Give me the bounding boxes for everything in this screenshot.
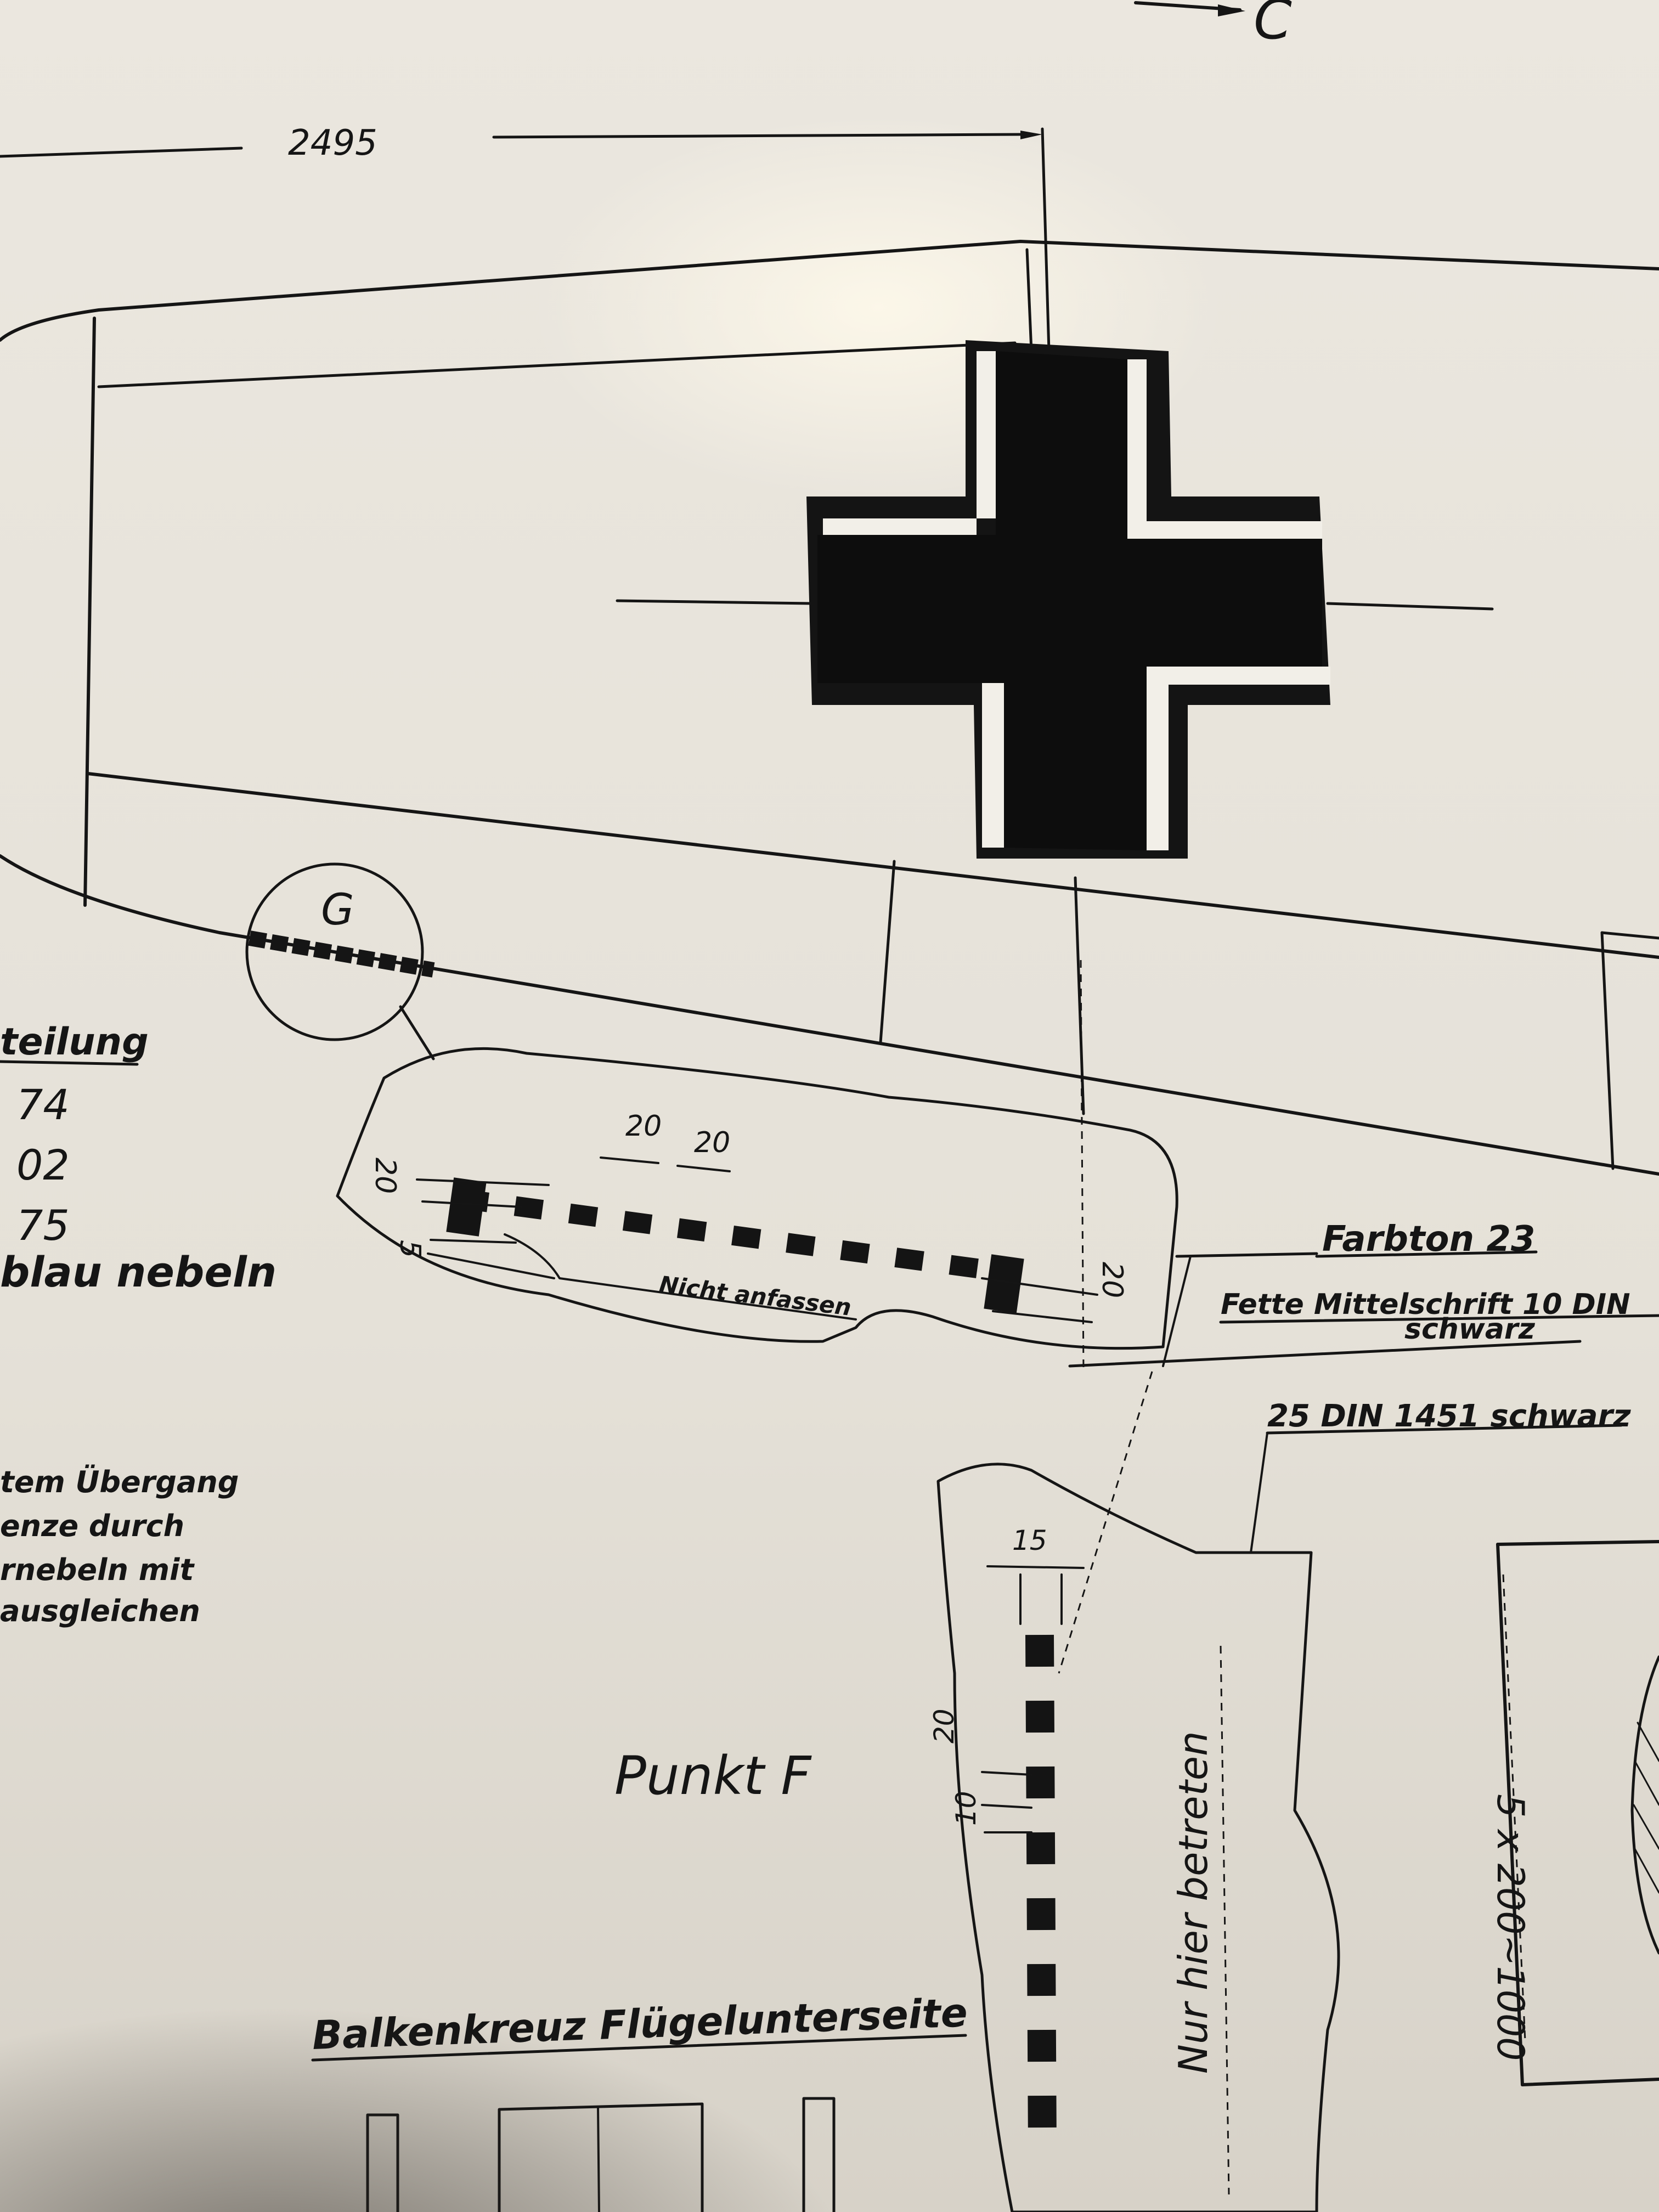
note-line-1: tem Übergang (0, 1465, 239, 1499)
detail-g-label: G (321, 885, 354, 935)
section-c-marker: C (1134, 0, 1292, 52)
margin-text-4: 75 (16, 1201, 70, 1250)
callout-font-line1: Fette Mittelschrift 10 DIN (1221, 1288, 1630, 1321)
section-title: Balkenkreuz Flügelunterseite (311, 1989, 968, 2062)
wing-outline (0, 240, 1659, 1176)
walkway-dim-a: 20 (928, 1708, 960, 1743)
margin-text-3: 02 (16, 1141, 70, 1189)
color-callouts: Farbton 23 Fette Mittelschrift 10 DIN sc… (1058, 960, 1659, 1674)
section-c-label: C (1254, 0, 1292, 52)
left-margin-notes: teilung 74 02 75 blau nebeln tem Übergan… (0, 1020, 276, 1628)
margin-text-2: 74 (16, 1080, 70, 1129)
detail-dim-right: 20 (1096, 1262, 1128, 1298)
dim-2495-label: 2495 (288, 123, 377, 163)
walkway-text: Nur hier betreten (1170, 1731, 1216, 2074)
walkway-dim-width: 15 (1012, 1525, 1047, 1556)
right-dim-label: 5 x 200~1000 (1488, 1794, 1532, 2061)
detail-dim-left-a: 20 (369, 1158, 402, 1194)
note-line-4: ausgleichen (0, 1594, 200, 1628)
detail-dim-left-b: 5 (393, 1240, 426, 1258)
walkway-detail: 15 20 10 Nur hier betreten (928, 1463, 1340, 2212)
margin-text-5: blau nebeln (0, 1248, 276, 1296)
detail-g-circle: G (245, 862, 435, 1060)
detail-inner-text: Nicht anfassen (658, 1271, 853, 1321)
callout-font-line2: schwarz (1404, 1313, 1536, 1346)
margin-text-1: teilung (0, 1020, 149, 1064)
note-line-2: enze durch (0, 1509, 184, 1543)
punkt-f-label: Punkt F (614, 1745, 812, 1807)
top-dimension: 2495 (0, 123, 1051, 353)
detail-dim-gap-b: 20 (694, 1126, 730, 1159)
detail-g-enlarged: 20 20 20 5 20 Nicht anfassen (336, 1047, 1178, 1350)
right-dimension: 5 x 200~1000 (1488, 1540, 1659, 2086)
note-line-3: rnebeln mit (0, 1553, 195, 1587)
walkway-dim-b: 10 (950, 1791, 982, 1826)
detail-dim-gap-a: 20 (625, 1110, 662, 1143)
bottom-shapes (366, 2097, 836, 2212)
balkenkreuz-insignia (616, 340, 1494, 859)
